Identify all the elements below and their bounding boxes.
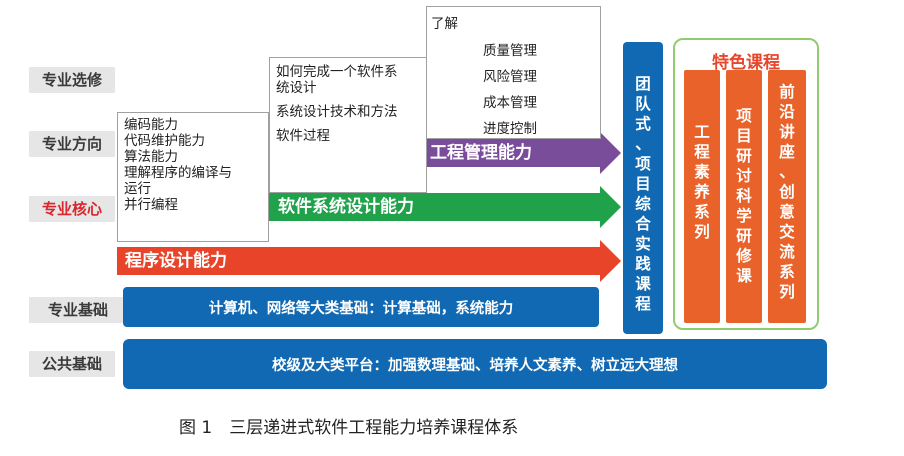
programming-item: 理解程序的编译与 xyxy=(124,165,232,181)
software-design-label: 软件系统设计能力 xyxy=(278,197,414,217)
software-item: 统设计 xyxy=(276,80,317,96)
public-platform-bar: 校级及大类平台：加强数理基础、培养人文素养、树立远大理想 xyxy=(123,339,827,389)
row-label-foundation: 专业基础 xyxy=(29,297,127,323)
programming-item: 算法能力 xyxy=(124,149,178,165)
programming-ability-box: 编码能力 代码维护能力 算法能力 理解程序的编译与 运行 并行编程 xyxy=(117,112,269,242)
management-item: 了解 xyxy=(431,16,458,32)
special-course-column: 项目研讨科学研修课 xyxy=(726,70,762,323)
programming-item: 代码维护能力 xyxy=(124,133,205,149)
special-course-label: 项目研讨科学研修课 xyxy=(736,107,752,285)
management-item: 质量管理 xyxy=(483,43,537,59)
special-course-label: 工程素养系列 xyxy=(694,123,710,241)
programming-item: 并行编程 xyxy=(124,197,178,213)
special-course-column: 工程素养系列 xyxy=(684,70,720,323)
row-label-public: 公共基础 xyxy=(29,351,115,377)
management-item: 成本管理 xyxy=(483,95,537,111)
programming-item: 编码能力 xyxy=(124,117,178,133)
software-item: 如何完成一个软件系 xyxy=(276,64,398,80)
figure-caption: 图 1 三层递进式软件工程能力培养课程体系 xyxy=(179,418,519,438)
programming-item: 运行 xyxy=(124,181,151,197)
foundation-bar: 计算机、网络等大类基础：计算基础，系统能力 xyxy=(123,287,599,327)
row-label-core: 专业核心 xyxy=(29,196,115,222)
software-item: 软件过程 xyxy=(276,128,330,144)
engineering-management-box: 了解 质量管理 风险管理 成本管理 进度控制 xyxy=(426,6,601,139)
row-label-direction: 专业方向 xyxy=(29,131,115,157)
special-course-column: 前沿讲座、创意交流系列 xyxy=(768,70,806,323)
management-item: 进度控制 xyxy=(483,121,537,137)
management-item: 风险管理 xyxy=(483,69,537,85)
row-label-elective: 专业选修 xyxy=(29,67,115,93)
special-courses-title: 特色课程 xyxy=(712,53,780,73)
engineering-management-label: 工程管理能力 xyxy=(430,143,532,163)
software-design-box: 如何完成一个软件系 统设计 系统设计技术和方法 软件过程 xyxy=(269,57,427,193)
special-course-label: 前沿讲座、创意交流系列 xyxy=(779,83,795,301)
team-practice-label: 团队式、项目综合实践课程 xyxy=(635,75,651,313)
team-practice-column: 团队式、项目综合实践课程 xyxy=(623,42,663,334)
programming-label: 程序设计能力 xyxy=(125,251,227,271)
software-item: 系统设计技术和方法 xyxy=(276,104,398,120)
